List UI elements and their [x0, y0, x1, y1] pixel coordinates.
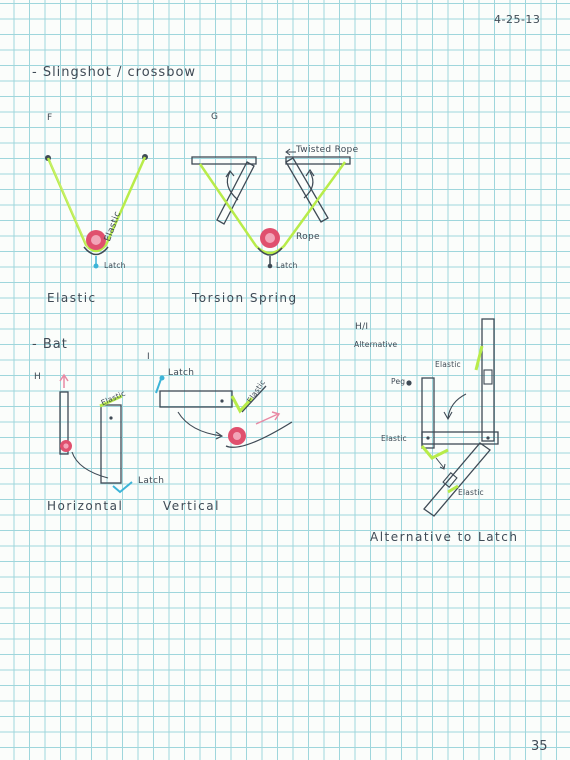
i-ramp: [225, 421, 293, 448]
f-elastic-band: [46, 156, 147, 253]
diagram-f: [45, 154, 148, 269]
g-top-bar-right: [285, 156, 351, 165]
i-pivot: [220, 399, 224, 403]
g-twisted-rope-label: Twisted Rope: [296, 145, 359, 155]
alt-elastic-left-label: Elastic: [381, 434, 407, 443]
g-arrow-right-head: [305, 168, 315, 177]
g-arrow-left: [226, 171, 239, 201]
alt-peg: [406, 380, 412, 386]
h-motion-arrow: [59, 373, 69, 388]
f-pouch: [83, 246, 109, 256]
h-ball-highlight: [63, 443, 69, 449]
h-elastic: [99, 394, 123, 408]
i-caption: Vertical: [163, 499, 220, 513]
f-label: F: [47, 113, 53, 123]
g-label: G: [211, 112, 219, 122]
i-bat-arm: [159, 390, 233, 408]
f-caption: Elastic: [47, 291, 97, 305]
alt-crossbar: [421, 431, 499, 445]
f-ball-highlight: [91, 235, 101, 245]
g-arrow-left-head: [225, 169, 235, 178]
h-bat-arm: [100, 404, 122, 484]
g-latch-dot: [267, 263, 273, 269]
diagram-alternative: [406, 318, 499, 517]
g-latch-label: Latch: [276, 261, 298, 270]
f-elastic-band-2: [49, 161, 89, 249]
alt-pivot-left: [426, 436, 430, 440]
i-ball-highlight: [233, 432, 241, 440]
alt-elastic-bottom: [447, 484, 459, 494]
i-latch: [155, 378, 162, 394]
i-motion-arrow: [255, 411, 281, 425]
alt-lower-arm: [423, 442, 491, 517]
alt-elastic-bottom-label: Elastic: [458, 488, 484, 497]
alt-upper-arm: [481, 318, 495, 442]
alt-lower-catch: [442, 472, 458, 488]
page-date: 4-25-13: [494, 13, 541, 26]
i-label: I: [147, 352, 150, 362]
bat-heading: - Bat: [32, 337, 68, 352]
slingshot-heading: - Slingshot / crossbow: [32, 65, 197, 80]
f-latch-dot: [93, 263, 99, 269]
alt-subheading: Alternative: [354, 340, 398, 349]
h-swing-arrow: [71, 451, 109, 479]
alt-arrow-small: [435, 457, 446, 470]
i-swing-arrow-head: [215, 431, 224, 440]
diagram-g: [191, 148, 351, 269]
i-latch-dot: [159, 375, 165, 381]
g-rope-label: Rope: [296, 232, 320, 242]
h-latch-label: Latch: [138, 476, 165, 486]
diagram-h: [59, 373, 133, 494]
h-label: H: [34, 372, 42, 382]
i-swing-arrow: [177, 411, 223, 437]
alt-elastic-top-label: Elastic: [435, 360, 461, 369]
g-top-bar-left: [191, 156, 257, 165]
alt-elastic-top: [474, 345, 484, 371]
g-arm-left: [216, 161, 255, 225]
h-bat-post: [59, 391, 69, 455]
f-latch-label: Latch: [104, 261, 126, 270]
g-pouch: [257, 247, 283, 256]
page-number: 35: [531, 739, 548, 754]
diagram-i: [155, 375, 293, 448]
g-ball-highlight: [265, 233, 275, 243]
alt-post: [421, 377, 435, 449]
h-pivot: [109, 416, 113, 420]
g-twisted-rope-pointer: [285, 148, 296, 156]
g-rope: [198, 161, 347, 255]
i-elastic: [230, 395, 254, 414]
h-caption: Horizontal: [47, 499, 124, 513]
g-arrow-right: [303, 171, 314, 199]
g-arm-right: [285, 157, 329, 223]
alt-caption: Alternative to Latch: [370, 530, 519, 544]
alt-heading: H/I: [355, 322, 369, 332]
alt-arrow-down: [443, 393, 467, 421]
alt-upper-catch: [483, 369, 493, 385]
alt-peg-label: Peg: [391, 377, 406, 386]
alt-pivot-right: [486, 436, 490, 440]
i-post: [241, 385, 267, 413]
g-caption: Torsion Spring: [192, 291, 298, 305]
alt-elastic-left: [420, 445, 449, 460]
h-latch: [112, 481, 133, 494]
i-latch-label: Latch: [168, 368, 195, 378]
